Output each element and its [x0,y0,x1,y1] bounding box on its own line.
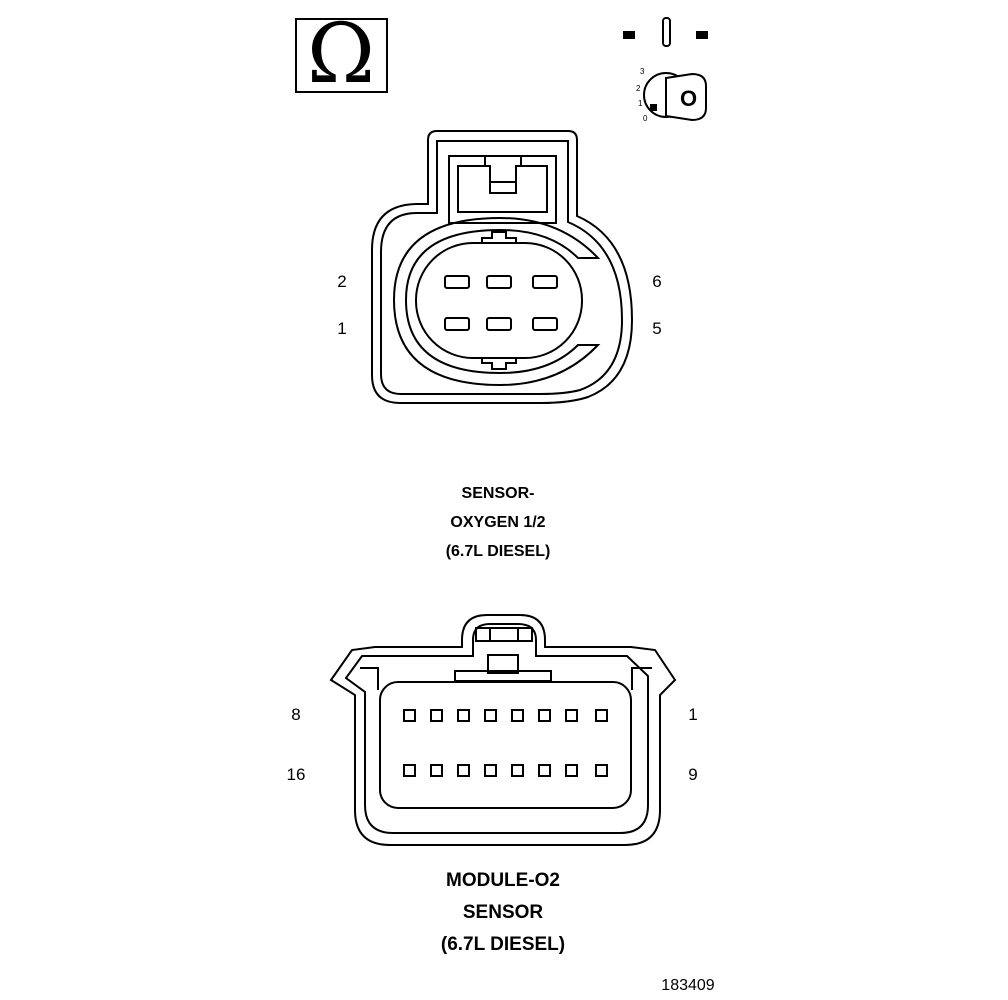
pin-cavity [595,709,608,722]
pin-cavity [444,275,470,289]
connector-2-title-line-3: (6.7L DIESEL) [441,934,565,955]
pin-label-1: 1 [688,705,697,724]
connector-housing-outer [329,614,677,846]
key-letter: O [680,86,697,111]
pin-cavity [457,764,470,777]
pin-cavity [403,709,416,722]
pin-cavity [532,275,558,289]
figure-id: 183409 [661,977,714,994]
ignition-position-2: 2 [636,84,641,93]
connector-1-title-line-3: (6.7L DIESEL) [446,543,551,560]
pin-label-8: 8 [291,705,300,724]
pin-cavity [538,709,551,722]
pin-cavity [538,764,551,777]
connector-1-title-line-1: SENSOR- [462,485,535,502]
pin-cavity [484,709,497,722]
o2-module-connector [329,614,677,846]
pin-cavity [430,764,443,777]
pin-cavity [403,764,416,777]
locking-latch [475,627,533,642]
pin-face [379,681,632,809]
connector-2-title-line-1: MODULE-O2 [446,870,560,891]
connector-2-title-line-2: SENSOR [463,902,544,923]
pin-cavity [457,709,470,722]
pin-label-2: 2 [337,272,346,291]
connector-housing-inner [344,623,649,834]
pin-label-1: 1 [337,319,346,338]
pin-label-16: 16 [287,765,306,784]
ohm-meter-icon: Ω [295,7,388,102]
connector-1-title-line-2: OXYGEN 1/2 [450,514,545,531]
pin-cavity [565,709,578,722]
pin-cavity [511,764,524,777]
pin-face [415,242,583,359]
pin-label-9: 9 [688,765,697,784]
pin-cavity [532,317,558,331]
ignition-position-1: 1 [638,99,643,108]
pin-cavity [486,317,512,331]
ohm-symbol: Ω [307,7,375,102]
pin-cavity [511,709,524,722]
ignition-position-0: 0 [643,114,648,123]
pin-label-6: 6 [652,272,661,291]
ignition-key-icon: O 3 2 1 0 [623,17,708,123]
cavity-ring [392,216,601,387]
pin-cavity [484,764,497,777]
pin-cavity [430,709,443,722]
pin-cavity [444,317,470,331]
pin-label-5: 5 [652,319,661,338]
pin-cavity [595,764,608,777]
connector-housing-inner [380,140,624,395]
pin-cavity [486,275,512,289]
ignition-position-3: 3 [640,67,645,76]
connector-housing-outer [371,130,634,404]
oxygen-sensor-connector [371,130,634,404]
pin-cavity [565,764,578,777]
